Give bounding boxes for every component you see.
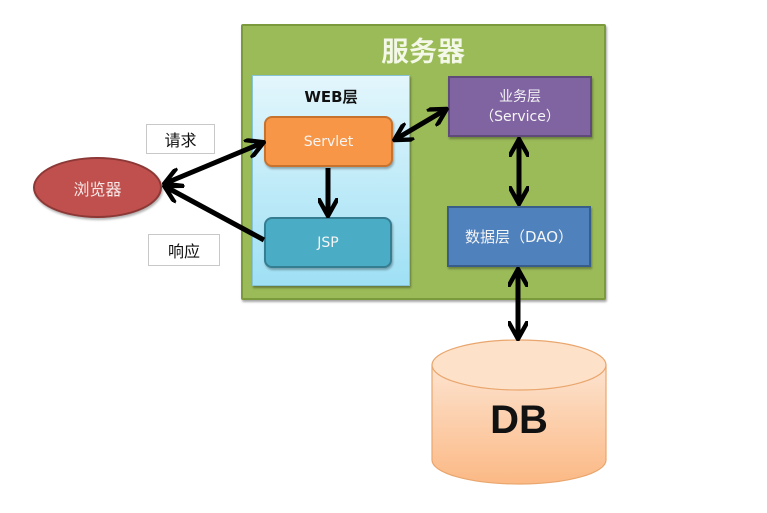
database-cylinder[interactable] <box>431 339 607 485</box>
database-body <box>431 364 607 485</box>
response-label: 响应 <box>148 234 220 266</box>
servlet-service-arrow <box>396 110 445 139</box>
request-arrow <box>166 143 262 183</box>
service-layer-node[interactable]: 业务层 （Service） <box>448 76 592 137</box>
server-title: 服务器 <box>381 37 466 68</box>
dao-layer-node[interactable]: 数据层（DAO） <box>447 206 591 267</box>
database-top <box>431 339 607 391</box>
response-label-text: 响应 <box>167 242 200 261</box>
jsp-label: JSP <box>317 234 339 251</box>
jsp-node[interactable]: JSP <box>264 217 392 268</box>
database-label: DB <box>490 398 548 442</box>
service-layer-sublabel: （Service） <box>480 108 560 125</box>
servlet-label: Servlet <box>303 133 354 150</box>
response-arrow <box>166 187 266 243</box>
browser-label: 浏览器 <box>73 179 122 199</box>
service-layer-label: 业务层 <box>499 88 541 105</box>
web-layer-title: WEB层 <box>304 88 358 106</box>
dao-layer-label: 数据层（DAO） <box>464 228 574 246</box>
browser-node[interactable]: 浏览器 <box>33 157 162 218</box>
